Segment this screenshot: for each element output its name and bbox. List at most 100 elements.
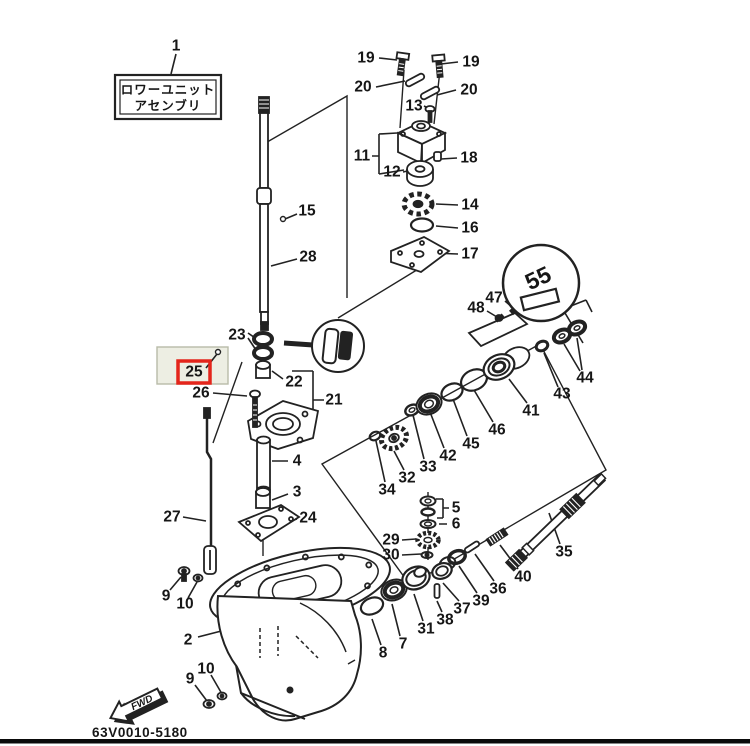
- callout-42[interactable]: 42: [439, 448, 456, 465]
- callout-43[interactable]: 43: [553, 386, 571, 403]
- water-tube-4: [256, 435, 271, 495]
- callout-22[interactable]: 22: [285, 374, 302, 391]
- callout-18[interactable]: 18: [460, 150, 478, 167]
- callout-37[interactable]: 37: [453, 601, 470, 618]
- bolt-19-right: [431, 53, 446, 79]
- callout-1[interactable]: 1: [172, 38, 181, 55]
- washer-30: [420, 551, 434, 559]
- callout-12[interactable]: 12: [383, 164, 400, 181]
- pin-25: [214, 348, 222, 356]
- callout-19-b[interactable]: 19: [462, 54, 480, 71]
- washer-6: [419, 519, 437, 529]
- callout-29[interactable]: 29: [382, 532, 400, 549]
- callout-33[interactable]: 33: [419, 459, 437, 476]
- bushing-23-lower: [252, 345, 274, 361]
- callout-20-b[interactable]: 20: [460, 82, 477, 99]
- oil-seal-44-b: [566, 319, 588, 337]
- fitting-18: [433, 151, 442, 162]
- shim-gear-stack: [415, 495, 441, 559]
- assembly-label-line2: アセンブリ: [135, 98, 202, 113]
- midsection-parts: [203, 407, 301, 575]
- callout-7[interactable]: 7: [399, 636, 408, 653]
- callout-25-selected[interactable]: 25: [185, 364, 203, 381]
- bolt-13: [424, 105, 436, 123]
- washer-33: [404, 403, 420, 417]
- bushing-22: [255, 360, 271, 379]
- callout-34[interactable]: 34: [378, 482, 396, 499]
- pinion-gear-32: [378, 424, 410, 452]
- callout-38[interactable]: 38: [436, 612, 454, 629]
- drive-shaft-28: [256, 96, 287, 331]
- callout-41[interactable]: 41: [522, 403, 540, 420]
- spring-40: [485, 527, 509, 547]
- pin-38: [433, 583, 441, 599]
- detail-balloon-bushing: [283, 319, 365, 373]
- bolt-26: [249, 389, 261, 428]
- washer-10-lower: [216, 691, 228, 701]
- washer-34: [368, 430, 382, 442]
- callout-26[interactable]: 26: [192, 385, 210, 402]
- callout-31[interactable]: 31: [417, 621, 435, 638]
- screw-48: [494, 313, 505, 323]
- callout-14[interactable]: 14: [461, 197, 479, 214]
- clutch-dog-37: [431, 556, 457, 580]
- callout-39[interactable]: 39: [472, 593, 490, 610]
- callout-23[interactable]: 23: [228, 327, 246, 344]
- callout-labels: 1 19 19 20 20 13 11 12 18 14 16 17 15 28…: [162, 38, 594, 688]
- callout-4[interactable]: 4: [293, 453, 302, 470]
- callout-28[interactable]: 28: [299, 249, 317, 266]
- callout-32[interactable]: 32: [398, 470, 415, 487]
- pin-36: [463, 540, 481, 554]
- callout-11[interactable]: 11: [354, 148, 371, 165]
- callout-6[interactable]: 6: [452, 516, 461, 533]
- callout-15[interactable]: 15: [298, 203, 316, 220]
- pinion-bearing-row: [368, 296, 588, 452]
- gear-housing-2: [216, 594, 362, 722]
- callout-40[interactable]: 40: [514, 569, 531, 586]
- callout-3[interactable]: 3: [293, 484, 302, 501]
- callout-9-upper[interactable]: 9: [162, 588, 171, 605]
- gasket-plate-17: [390, 235, 451, 274]
- callout-19-a[interactable]: 19: [357, 50, 375, 67]
- selected-part-box[interactable]: [176, 359, 212, 385]
- callout-47[interactable]: 47: [485, 290, 502, 307]
- callout-5[interactable]: 5: [452, 500, 461, 517]
- shift-rod-27: [203, 407, 217, 575]
- callout-20-a[interactable]: 20: [354, 79, 371, 96]
- callout-2[interactable]: 2: [184, 632, 193, 649]
- grommet-9-lower: [202, 699, 216, 709]
- callout-17[interactable]: 17: [461, 246, 478, 263]
- gasket-24: [237, 503, 301, 543]
- callout-27[interactable]: 27: [163, 509, 180, 526]
- detail-balloon-55: 55: [501, 243, 581, 323]
- assembly-label-box: ロワーユニット アセンブリ: [113, 73, 223, 121]
- gear-29: [415, 530, 441, 550]
- callout-30[interactable]: 30: [382, 547, 399, 564]
- forward-gear-31: [401, 565, 431, 591]
- callout-10-upper[interactable]: 10: [176, 596, 193, 613]
- callout-24[interactable]: 24: [299, 510, 317, 527]
- oring-39: [447, 548, 467, 566]
- callout-16[interactable]: 16: [461, 220, 479, 237]
- callout-21[interactable]: 21: [325, 392, 343, 409]
- oring-16: [409, 217, 435, 233]
- callout-44[interactable]: 44: [576, 370, 594, 387]
- washer-10-upper: [192, 573, 204, 583]
- callout-45[interactable]: 45: [462, 436, 480, 453]
- housing-fasteners: [177, 566, 228, 709]
- bushing-23-upper: [252, 331, 274, 347]
- callout-35[interactable]: 35: [555, 544, 573, 561]
- callout-10-lower[interactable]: 10: [197, 661, 214, 678]
- callout-48[interactable]: 48: [467, 300, 485, 317]
- callout-46[interactable]: 46: [488, 422, 506, 439]
- bolt-19-left: [395, 51, 411, 77]
- callout-8[interactable]: 8: [379, 645, 388, 662]
- callout-13[interactable]: 13: [405, 98, 423, 115]
- callout-9-lower[interactable]: 9: [186, 671, 195, 688]
- balloon-shim-part: [519, 287, 561, 312]
- prop-shaft-cluster: [359, 472, 607, 616]
- grommet-9-upper: [177, 566, 191, 582]
- bearing-42: [415, 392, 443, 416]
- callout-36[interactable]: 36: [489, 581, 507, 598]
